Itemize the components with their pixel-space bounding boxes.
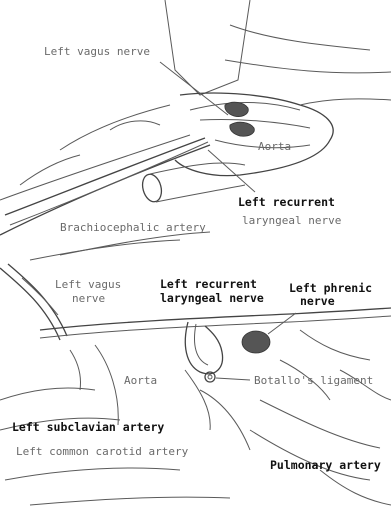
- leader-left-recurrent: [208, 150, 255, 192]
- label-pulmonary-artery: Pulmonary artery: [270, 458, 381, 472]
- label-left-recurrent-line2: laryngeal nerve: [160, 291, 264, 305]
- leader-phrenic: [268, 313, 296, 334]
- hatched-tissue-lower: [242, 331, 270, 353]
- label-left-subclavian-artery: Left subclavian artery: [12, 420, 164, 434]
- recurrent-nerve-loop: [185, 322, 222, 374]
- hatched-tissue-2: [230, 122, 254, 136]
- label-left-vagus-nerve: Left vagus nerve: [44, 45, 150, 58]
- label-left-recurrent-line2: laryngeal nerve: [242, 214, 341, 227]
- label-left-recurrent-line1: Left recurrent: [238, 195, 335, 209]
- hatched-tissue: [225, 102, 248, 116]
- aorta-outline: [175, 93, 333, 176]
- label-brachiocephalic-artery: Brachiocephalic artery: [60, 221, 206, 234]
- label-left-vagus-line1: Left vagus: [55, 278, 121, 291]
- label-left-phrenic-line1: Left phrenic: [289, 281, 372, 295]
- label-left-recurrent-line1: Left recurrent: [160, 277, 257, 291]
- label-left-vagus-line2: nerve: [72, 292, 105, 305]
- retractor-outline: [165, 0, 250, 95]
- lower-panel: Left vagus nerve Left recurrent laryngea…: [0, 264, 391, 505]
- aorta-arch: [95, 345, 118, 425]
- label-left-phrenic-line2: nerve: [300, 294, 335, 308]
- label-aorta: Aorta: [258, 140, 291, 153]
- label-left-common-carotid-artery: Left common carotid artery: [16, 445, 189, 458]
- label-aorta-lower: Aorta: [124, 374, 157, 387]
- leader-botallo: [216, 378, 250, 380]
- vessel-cross-section: [140, 172, 165, 204]
- label-botallo-ligament: Botallo's ligament: [254, 374, 373, 387]
- upper-panel: Left vagus nerve Aorta Left recurrent la…: [0, 0, 391, 260]
